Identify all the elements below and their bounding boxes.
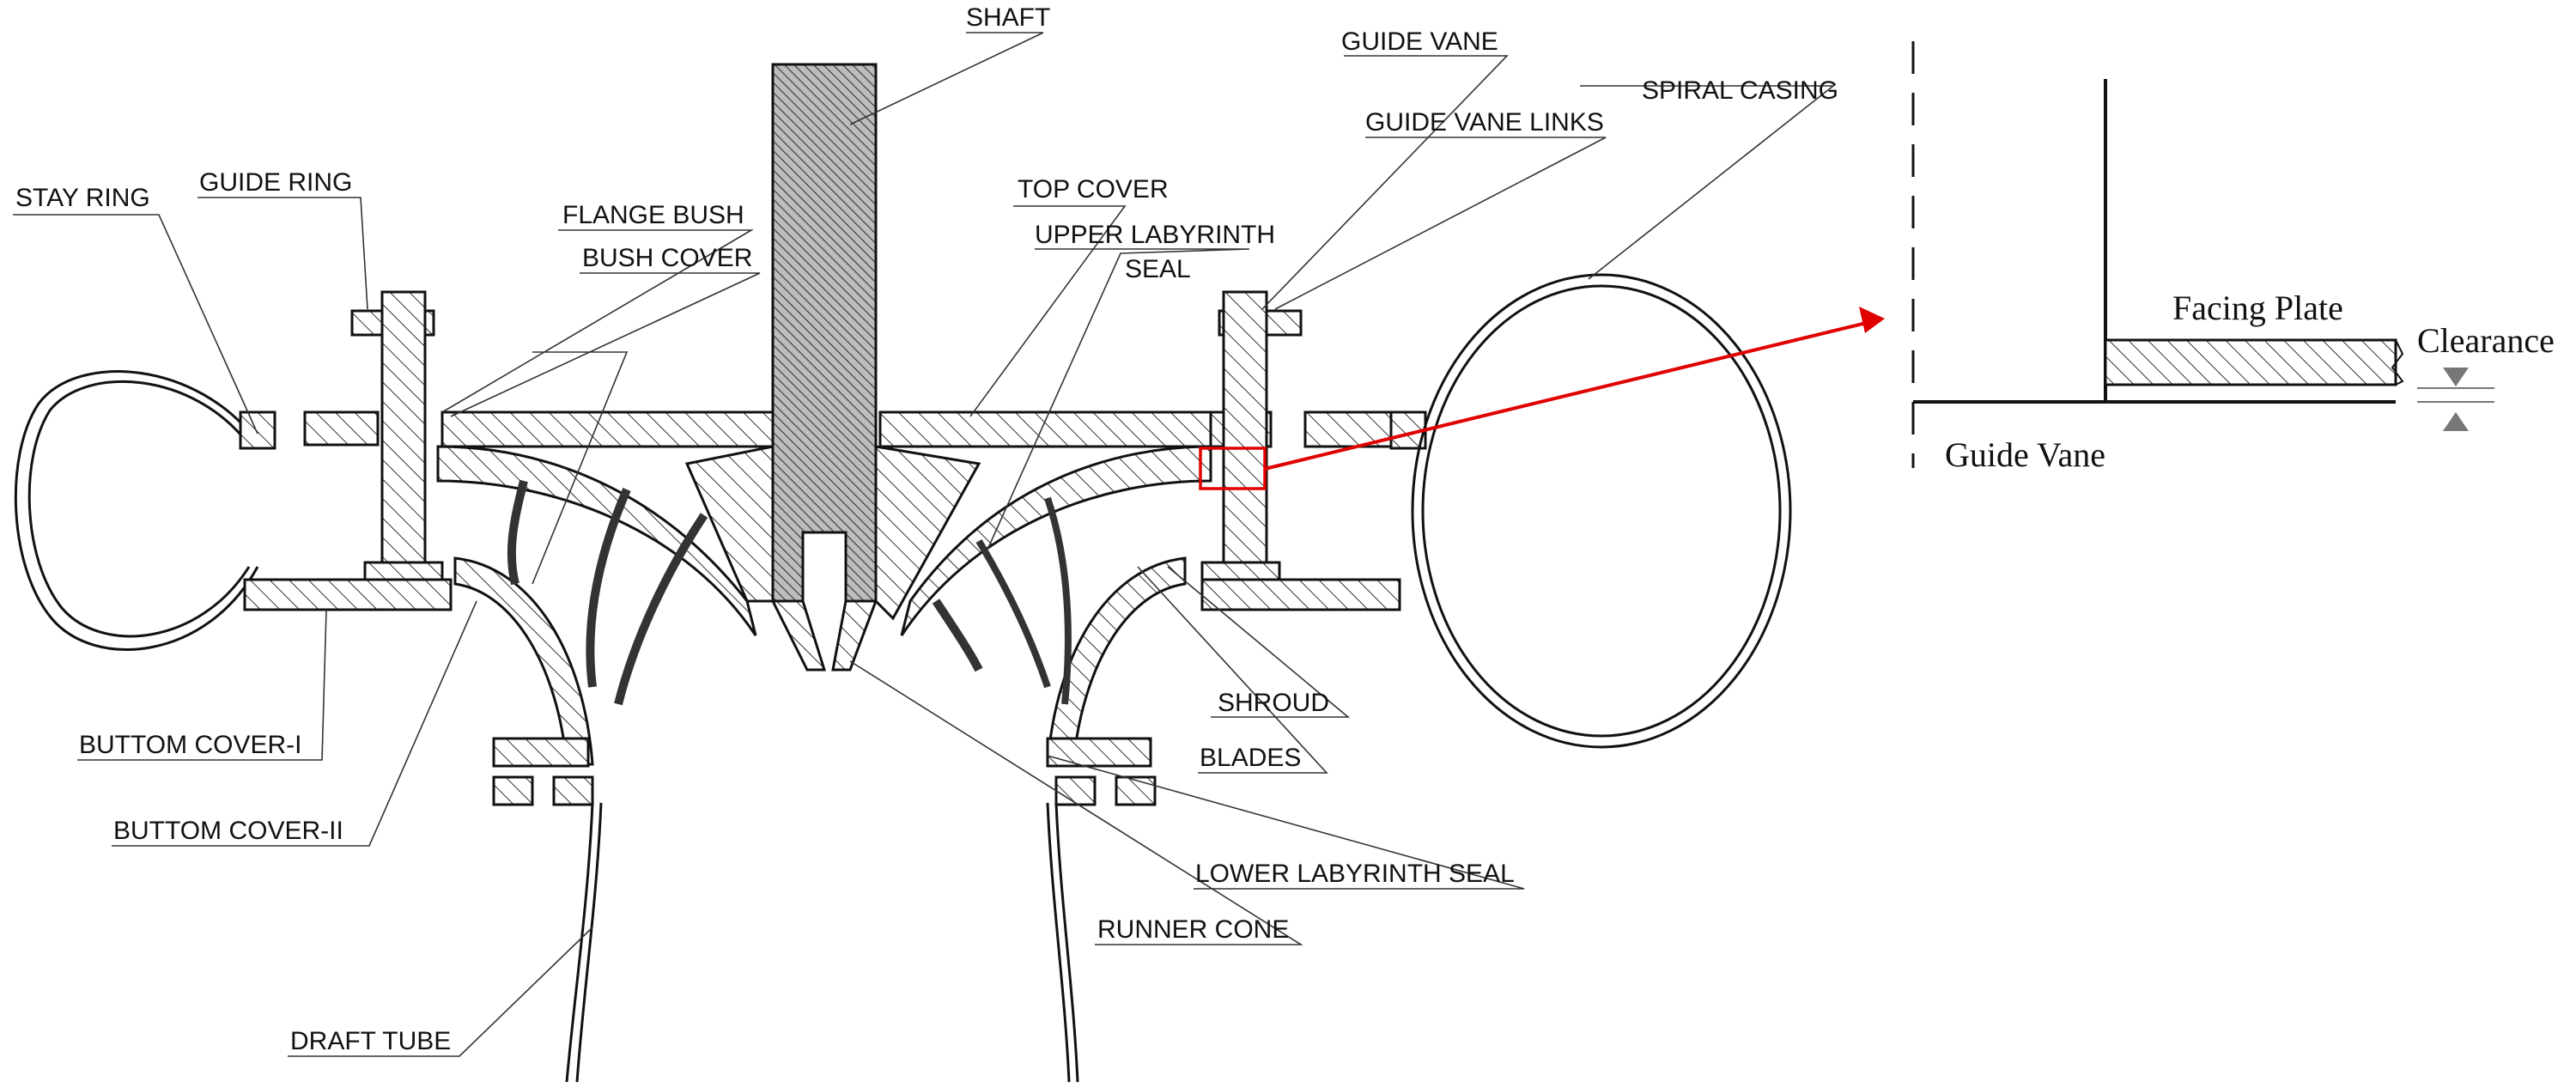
- detail-callout: [1199, 307, 1885, 490]
- label-blades: BLADES: [1200, 744, 1301, 772]
- label-guide-ring: GUIDE RING: [199, 168, 352, 197]
- right-top-plates: [878, 290, 1427, 611]
- right-draft-tube: [1046, 737, 1157, 1083]
- clearance-arrow-up-icon: [2443, 412, 2469, 431]
- label-bush-cover: BUSH COVER: [582, 244, 752, 272]
- label-spiral-casing: SPIRAL CASING: [1642, 76, 1838, 105]
- clearance-arrow-down-icon: [2443, 368, 2469, 386]
- label-upper-labyrinth-seal-line1: UPPER LABYRINTH: [1035, 221, 1275, 249]
- label-lower-labyrinth-seal: LOWER LABYRINTH SEAL: [1195, 860, 1515, 888]
- left-spiral-casing: [14, 370, 259, 651]
- label-flange-bush: FLANGE BUSH: [562, 201, 744, 229]
- label-shroud: SHROUD: [1218, 689, 1329, 717]
- shaft: [684, 63, 981, 672]
- label-runner-cone: RUNNER CONE: [1097, 915, 1289, 944]
- label-shaft: SHAFT: [966, 3, 1050, 32]
- highlight-arrow: [1264, 318, 1881, 471]
- label-buttom-cover-1: BUTTOM COVER-I: [79, 731, 301, 759]
- label-guide-vane-links: GUIDE VANE LINKS: [1365, 108, 1604, 137]
- leader-lines: [13, 32, 1836, 1057]
- facing-plate-label: Facing Plate: [2172, 289, 2343, 327]
- label-guide-vane: GUIDE VANE: [1341, 27, 1498, 56]
- left-draft-tube: [492, 737, 603, 1083]
- label-upper-labyrinth-seal-line2: SEAL: [1125, 255, 1191, 283]
- label-stay-ring: STAY RING: [15, 184, 150, 212]
- label-draft-tube: DRAFT TUBE: [290, 1027, 451, 1055]
- labels: SHAFT GUIDE VANE SPIRAL CASING GUIDE VAN…: [15, 3, 1838, 1055]
- detail-guide-vane-label: Guide Vane: [1945, 435, 2105, 474]
- detail-facing-plate: [2104, 338, 2397, 386]
- right-spiral-casing: [1411, 273, 1792, 749]
- label-buttom-cover-2: BUTTOM COVER-II: [113, 817, 343, 845]
- clearance-label: Clearance: [2417, 321, 2555, 360]
- left-top-plates: [239, 290, 775, 611]
- label-top-cover: TOP COVER: [1018, 175, 1169, 204]
- detail-view: Facing Plate Clearance Guide Vane: [1911, 41, 2555, 474]
